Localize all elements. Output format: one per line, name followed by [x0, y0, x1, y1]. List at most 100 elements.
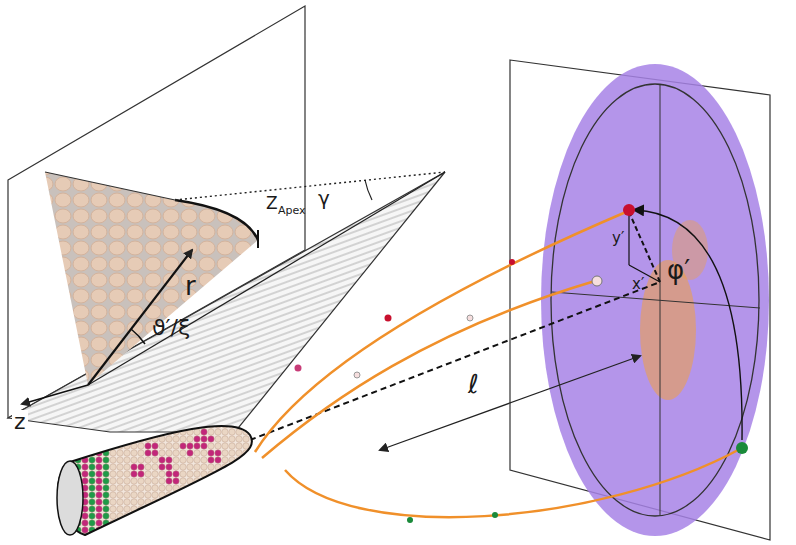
atom-dot [96, 485, 102, 491]
atom-dot [110, 415, 116, 421]
atom-dot [222, 527, 228, 533]
atom-dot [110, 485, 116, 491]
atom-dot [173, 506, 179, 512]
atom-dot [180, 534, 186, 540]
atom-dot [117, 450, 123, 456]
atom-dot [152, 443, 158, 449]
atom-dot [96, 457, 102, 463]
atom-dot [89, 520, 95, 526]
atom-dot [138, 534, 144, 540]
atom-dot [215, 415, 221, 421]
atom-dot [201, 513, 207, 519]
atom-dot [145, 527, 151, 533]
specimen-atoms [58, 415, 252, 540]
atom-dot [166, 527, 172, 533]
coordinate-label: x′ [632, 276, 644, 293]
atom-dot [89, 464, 95, 470]
atom-dot [82, 464, 88, 470]
atom-dot [82, 436, 88, 442]
atom-dot [187, 443, 193, 449]
atom-dot [229, 499, 235, 505]
atom-dot [110, 527, 116, 533]
atom-dot [194, 499, 200, 505]
atom-dot [131, 478, 137, 484]
atom-dot [187, 415, 193, 421]
atom-dot [89, 415, 95, 421]
atom-dot [236, 471, 242, 477]
atom-dot [131, 415, 137, 421]
atom-dot [145, 464, 151, 470]
atom-dot [194, 527, 200, 533]
atom-dot [187, 513, 193, 519]
atom-dot [152, 478, 158, 484]
atom-region [45, 172, 258, 385]
apex-label: Z [266, 194, 278, 213]
atom-dot [131, 464, 137, 470]
atom-dot [236, 506, 242, 512]
atom-dot [159, 415, 165, 421]
atom-dot [159, 506, 165, 512]
tip-base [57, 461, 83, 535]
atom-dot [117, 415, 123, 421]
atom-dot [103, 457, 109, 463]
atom-dot [236, 513, 242, 519]
atom-dot [187, 534, 193, 540]
atom-dot [110, 450, 116, 456]
atom-dot [138, 443, 144, 449]
atom-dot [117, 436, 123, 442]
atom-dot [152, 429, 158, 435]
atom-dot [152, 485, 158, 491]
atom-dot [201, 436, 207, 442]
hit-radius [629, 212, 660, 282]
atom-dot [117, 506, 123, 512]
ion-trajectory [285, 449, 740, 517]
atom-dot [124, 506, 130, 512]
atom-dot [243, 457, 249, 463]
atom-dot [201, 457, 207, 463]
atom-dot [222, 513, 228, 519]
atom-dot [89, 534, 95, 540]
atom-dot [96, 415, 102, 421]
atom-dot [243, 443, 249, 449]
atom-dot [187, 492, 193, 498]
atom-dot [124, 429, 130, 435]
atom-dot [82, 429, 88, 435]
atom-dot [89, 429, 95, 435]
atom-dot [138, 520, 144, 526]
atom-dot [166, 534, 172, 540]
atom-dot [75, 422, 81, 428]
theta-arc [131, 329, 145, 344]
atom-dot [110, 457, 116, 463]
atom-dot [152, 450, 158, 456]
atom-dot [180, 513, 186, 519]
atom-dot [96, 436, 102, 442]
apex-tick [257, 230, 259, 248]
atom-dot [159, 457, 165, 463]
atom-dot [96, 429, 102, 435]
atom-dot [180, 520, 186, 526]
atom-dot [243, 478, 249, 484]
atom-dot [166, 471, 172, 477]
atom-dot [208, 499, 214, 505]
atom-dot [229, 478, 235, 484]
atom-dot [187, 422, 193, 428]
atom-dot [236, 464, 242, 470]
atom-dot [222, 422, 228, 428]
atom-dot [215, 457, 221, 463]
atom-dot [75, 443, 81, 449]
atom-dot [236, 534, 242, 540]
atom-dot [131, 457, 137, 463]
apex-subscript: Apex [278, 205, 306, 217]
atom-dot [201, 492, 207, 498]
atom-dot [96, 492, 102, 498]
atom-dot [166, 478, 172, 484]
atom-dot [215, 506, 221, 512]
angle-label: γ [318, 187, 330, 209]
atom-dot [173, 499, 179, 505]
atom-dot [117, 429, 123, 435]
ion-trajectory [255, 212, 626, 452]
atom-dot [103, 422, 109, 428]
axis-label: z [12, 410, 28, 434]
angle-label: ϑ′/ξ [152, 316, 190, 340]
atom-dot [110, 492, 116, 498]
